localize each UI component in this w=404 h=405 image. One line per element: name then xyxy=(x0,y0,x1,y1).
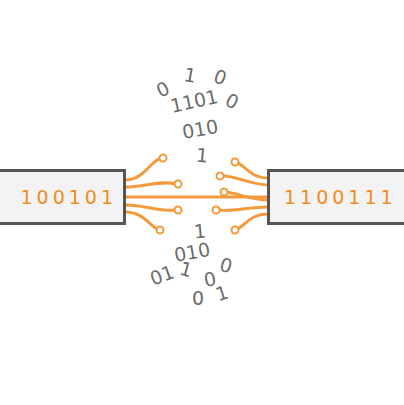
binary-digit: 1 xyxy=(182,65,197,86)
binary-digit: 01 xyxy=(147,262,176,288)
binary-digit: 1 xyxy=(193,222,207,242)
wire xyxy=(126,196,267,199)
binary-digit: 0 xyxy=(211,67,229,89)
binary-digit: 0 xyxy=(192,289,204,308)
bit-string: 100101 xyxy=(20,186,117,208)
binary-digit: 1101 xyxy=(169,87,220,116)
binary-digit: 010 xyxy=(181,117,220,142)
bit-string: 1100111 xyxy=(284,186,397,208)
binary-box: 100101 xyxy=(0,169,126,225)
binary-digit: 1 xyxy=(213,283,230,305)
binary-box: 1100111 xyxy=(267,169,404,225)
binary-digit: 0 xyxy=(223,90,242,112)
binary-digit: 1 xyxy=(195,146,209,166)
binary-digit: 0 xyxy=(218,255,235,276)
